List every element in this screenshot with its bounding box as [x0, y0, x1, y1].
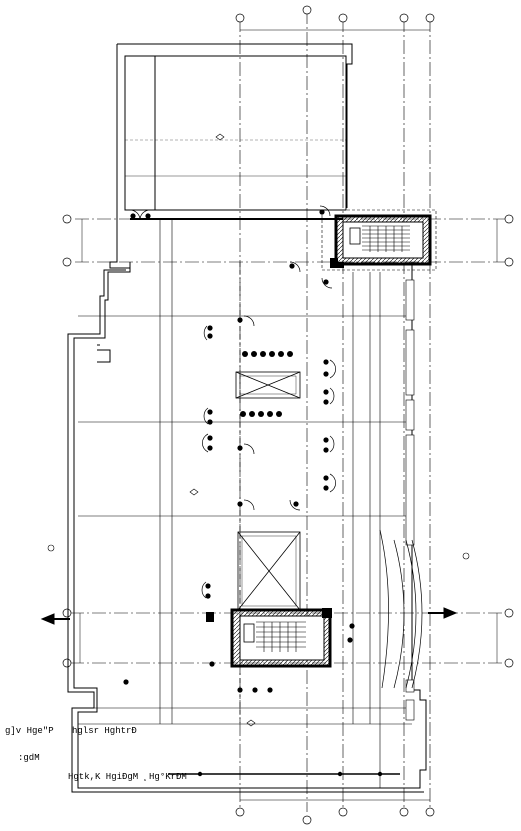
annotation-line2: :gdM: [18, 753, 40, 763]
elevator-shaft-lower: [237, 531, 301, 611]
main-building-walls: [67, 262, 427, 793]
grid-bubbles-right: [504, 214, 514, 668]
wall-columns: [206, 258, 338, 622]
grid-lines: [70, 10, 505, 812]
grid-bubbles-left: [62, 214, 72, 668]
grid-bubbles-top: [235, 5, 435, 23]
lower-stair-core: [230, 608, 332, 668]
annotation-line1-left: g]v Hge"P: [5, 726, 54, 736]
interior-structure: [78, 218, 412, 788]
upper-annex-walls: [109, 43, 353, 269]
right-facade: [405, 279, 415, 721]
grid-bubbles-bottom: [235, 807, 435, 825]
annotation-line1-mid: hglsr HghtrÐ: [72, 726, 137, 736]
door-swings: [129, 205, 336, 599]
fixtures: [123, 209, 383, 777]
level-markers: [47, 133, 470, 727]
annotation-line3: Hgtk,K HgiÐgM ¸Hg°KrÐM: [68, 772, 187, 782]
dimension-lines: [79, 29, 498, 801]
upper-stair-core: [321, 209, 437, 271]
elevator-shaft-upper: [235, 371, 301, 399]
entrance-arrows: [40, 607, 458, 625]
curved-entrance: [379, 529, 423, 689]
